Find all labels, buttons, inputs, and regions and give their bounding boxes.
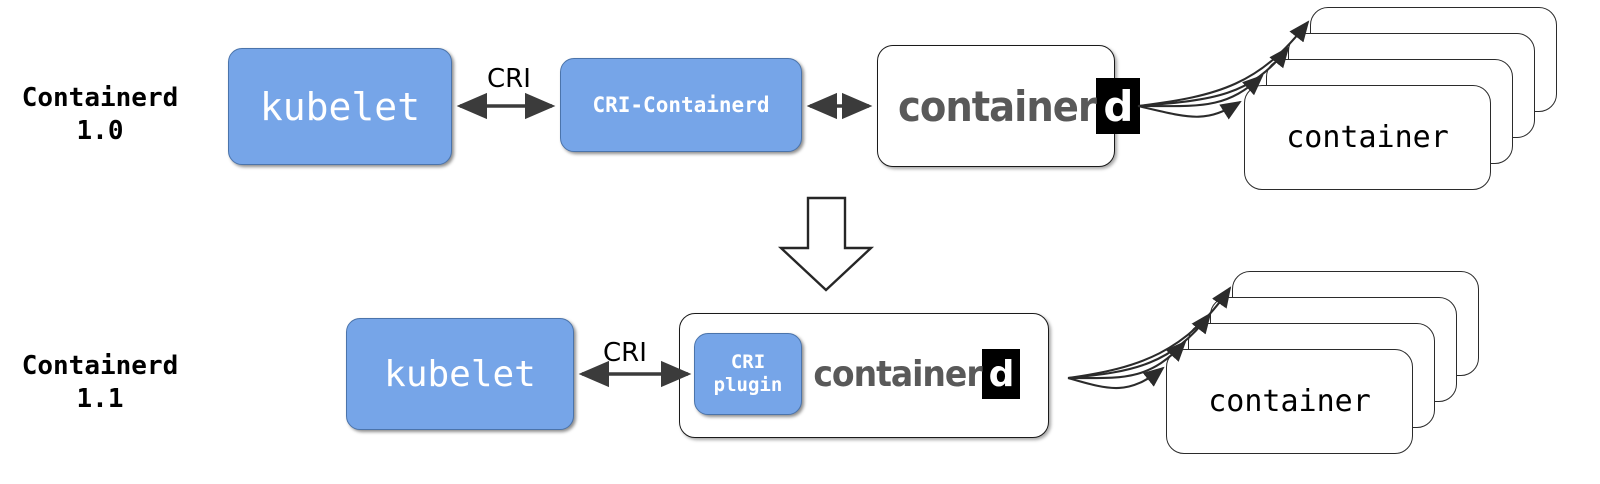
cri-plugin-label: CRI plugin (713, 350, 783, 396)
edge-label-cri-v11: CRI (603, 338, 647, 368)
cri-containerd-label: CRI-Containerd (592, 93, 770, 117)
cri-containerd-box-v10[interactable]: CRI-Containerd (560, 58, 802, 152)
container-box-v10-1[interactable]: container (1244, 85, 1491, 190)
containerd-logo-word: container (813, 353, 982, 395)
edge-label-cri-v10: CRI (487, 64, 531, 94)
kubelet-box-v10[interactable]: kubelet (228, 48, 452, 165)
container-label: container (1286, 120, 1449, 155)
containerd-logo-word: container (898, 81, 1097, 131)
transition-down-arrow (777, 196, 875, 292)
row-label-containerd-1-1: Containerd 1.1 (21, 351, 179, 415)
row-label-containerd-1-0: Containerd 1.0 (21, 83, 179, 147)
containerd-logo-v10: container d (898, 78, 1140, 134)
containerd-box-v10[interactable] (877, 45, 1115, 167)
kubelet-label: kubelet (259, 84, 421, 129)
cri-plugin-box-v11[interactable]: CRI plugin (694, 333, 802, 415)
containerd-logo-v11: container d (813, 349, 1020, 399)
containerd-logo-d: d (1095, 78, 1140, 134)
kubelet-box-v11[interactable]: kubelet (346, 318, 574, 430)
container-box-v11-1[interactable]: container (1166, 349, 1413, 454)
kubelet-label: kubelet (384, 353, 536, 395)
container-label: container (1208, 384, 1371, 419)
containerd-logo-d: d (981, 349, 1020, 399)
